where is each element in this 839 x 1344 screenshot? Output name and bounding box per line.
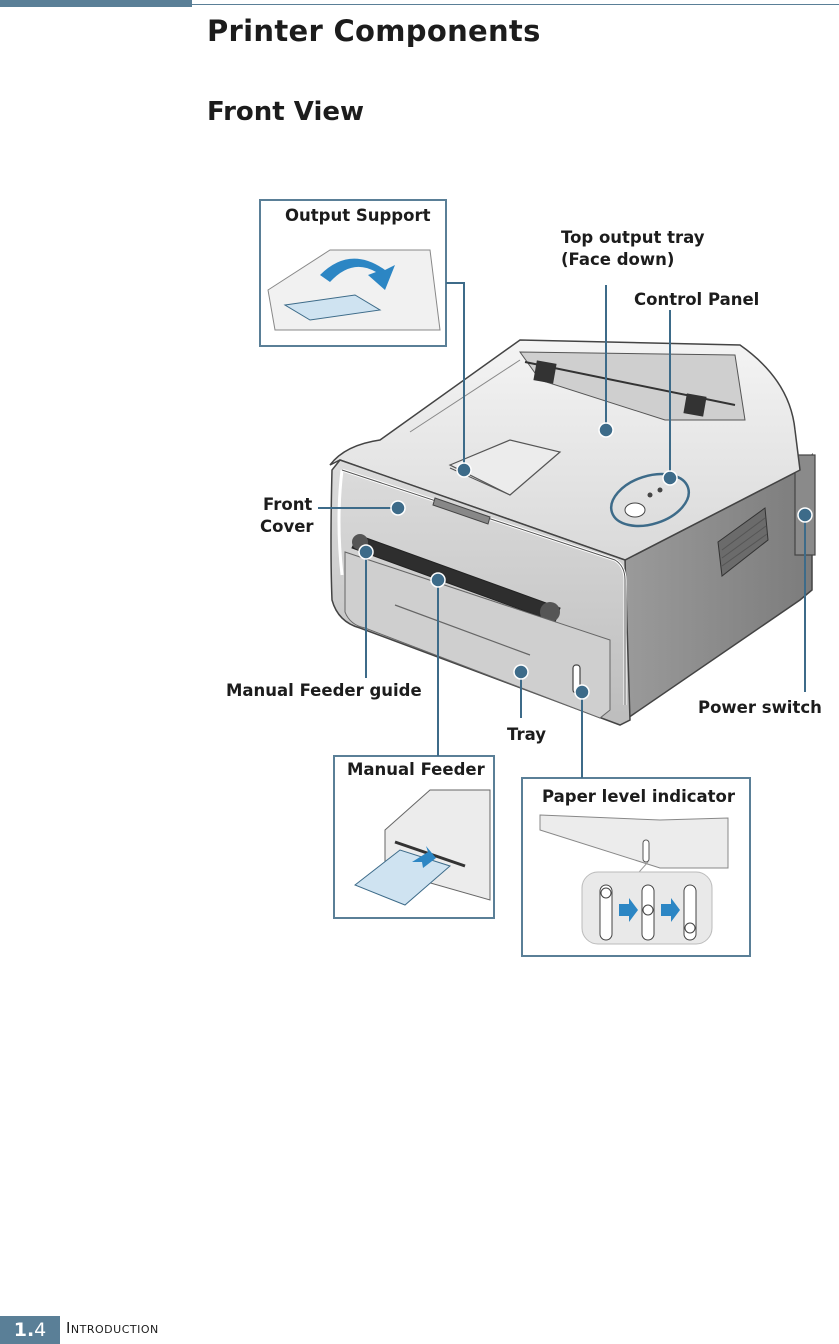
section-name: Introduction (66, 1319, 159, 1337)
output-support-inset (267, 249, 441, 331)
header-rule (192, 4, 839, 5)
leader-lines (318, 282, 806, 778)
label-tray: Tray (507, 725, 546, 744)
label-front-cover-line1: Front (263, 495, 313, 514)
label-paper-level-indicator: Paper level indicator (542, 787, 736, 806)
label-manual-feeder-guide: Manual Feeder guide (226, 681, 422, 700)
label-output-support: Output Support (285, 206, 431, 225)
label-top-output-tray: Top output tray (561, 228, 705, 247)
section-title: Front View (207, 97, 365, 127)
paper-level-inset (539, 814, 729, 945)
label-front-cover-line2: Cover (260, 517, 314, 536)
label-top-output-tray-face-down: (Face down) (561, 250, 675, 269)
page-title: Printer Components (207, 14, 541, 48)
label-control-panel: Control Panel (634, 290, 760, 309)
callout-markers (358, 422, 813, 700)
manual-feeder-inset (354, 789, 491, 906)
header-bar (0, 0, 192, 7)
printer-body (329, 339, 816, 726)
label-power-switch: Power switch (698, 698, 822, 717)
label-manual-feeder: Manual Feeder (347, 760, 485, 779)
page-number: 1.4 (0, 1316, 60, 1344)
